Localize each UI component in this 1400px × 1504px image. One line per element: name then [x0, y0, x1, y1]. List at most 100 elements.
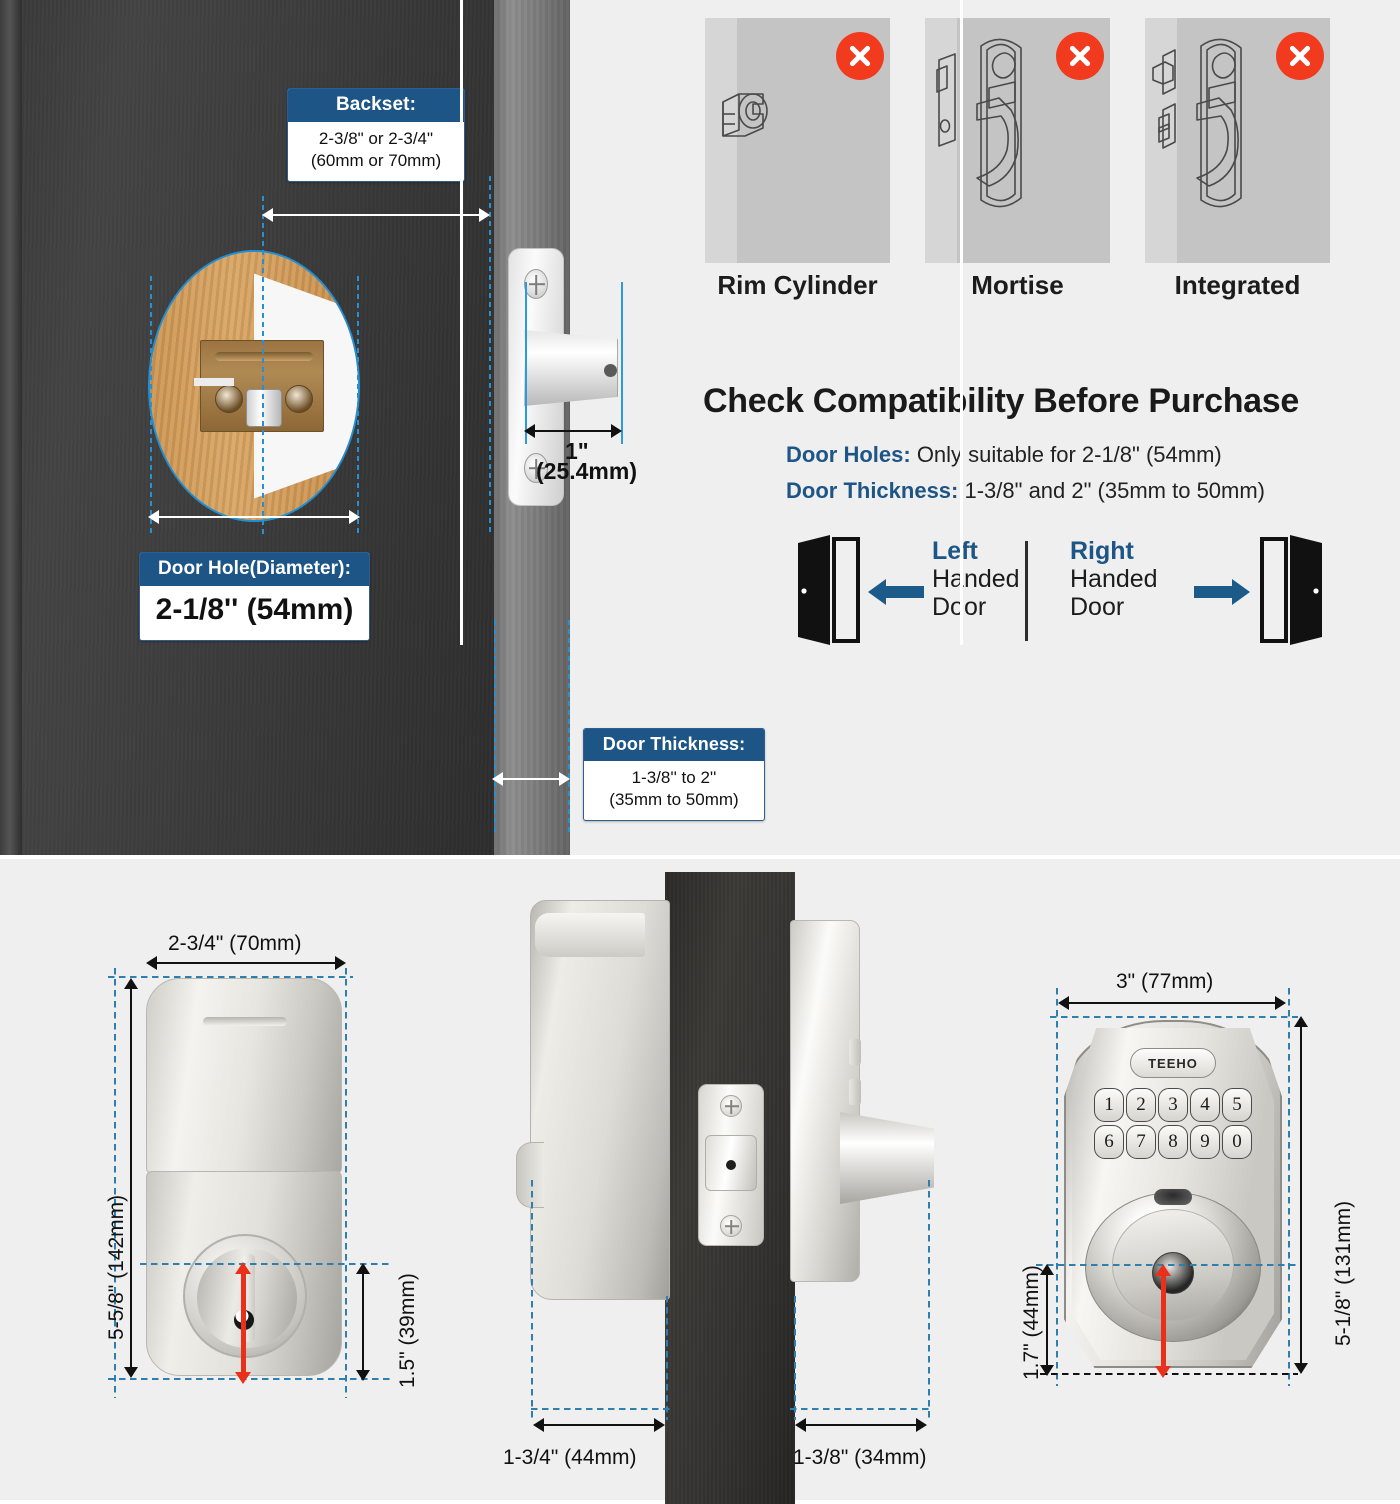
- compat-row-door-thickness-label: Door Thickness:: [786, 478, 959, 503]
- right-handed-line3: Door: [1070, 593, 1125, 621]
- front-view-height-arrow: [124, 978, 138, 1378]
- keyway-center-red-arrow: [1155, 1264, 1171, 1378]
- front-view-guide-right: [345, 968, 347, 1398]
- spindle-hub: [705, 1135, 757, 1191]
- side-view-inside-label: 1-3/4" (44mm): [503, 1446, 637, 1469]
- latch-screw-hole-right: [285, 385, 313, 413]
- door-thickness-dimension-arrow: [492, 772, 570, 786]
- brand-logo: TEEHO: [1130, 1048, 1216, 1078]
- left-handed-line3: Door: [932, 593, 986, 621]
- bolt-dimension-mm: (25.4mm): [536, 458, 637, 484]
- interior-thumbturn-profile: [516, 1142, 544, 1208]
- side-view-guide-outer-left: [794, 1296, 796, 1420]
- cylinder-profile: [840, 1112, 934, 1204]
- door-hole-callout-title: Door Hole(Diameter):: [140, 553, 369, 586]
- card-bg-left: [705, 18, 737, 263]
- side-view-guide-inner-right: [666, 1296, 668, 1420]
- bolt-dimension-arrow: [524, 424, 622, 438]
- key-4[interactable]: 4: [1190, 1088, 1220, 1122]
- side-view-outside-label: 1-3/8" (34mm): [793, 1446, 927, 1469]
- bolt-guide-right: [621, 282, 623, 444]
- bolt-center-hole: [604, 364, 617, 377]
- mounting-plate: [698, 1084, 764, 1246]
- keypad-view-width-arrow: [1058, 996, 1286, 1010]
- integrated-lock-icon: [1152, 38, 1242, 208]
- compat-row-door-holes-value: Only suitable for 2-1/8" (54mm): [916, 442, 1222, 467]
- front-view-turn-label: 1.5" (39mm): [396, 1273, 419, 1388]
- thickness-guide-left: [494, 620, 496, 832]
- door-handing-illustration: Left Handed Door Right Handed Door: [770, 535, 1330, 645]
- side-view-guide-inner-left: [531, 1180, 533, 1420]
- key-0[interactable]: 0: [1222, 1125, 1252, 1159]
- keypad-view-width-label: 3" (77mm): [1116, 970, 1214, 993]
- hole-center-guide: [262, 196, 264, 536]
- key-1[interactable]: 1: [1094, 1088, 1124, 1122]
- interior-cap: [535, 913, 645, 957]
- side-view-outside-arrow: [795, 1418, 927, 1432]
- key-cylinder-dome: [1085, 1189, 1261, 1342]
- backset-callout-title: Backset:: [288, 89, 464, 122]
- front-view-turn-height-arrow: [356, 1263, 370, 1381]
- latch-screw-hole-left: [215, 385, 243, 413]
- front-view-width-arrow: [146, 956, 346, 970]
- keypad-view-guide-right: [1288, 988, 1290, 1386]
- key-8[interactable]: 8: [1158, 1125, 1188, 1159]
- deadbolt-bolt: [524, 330, 618, 406]
- panel-divider-left: [460, 0, 463, 645]
- left-handed-door-label: Left Handed Door: [932, 537, 1020, 621]
- door-hole-dimension-arrow: [148, 510, 360, 524]
- door-open-right-icon: [1260, 535, 1322, 645]
- keypad-row-1: 1 2 3 4 5: [1092, 1088, 1254, 1122]
- door-open-left-icon: [798, 535, 860, 645]
- key-6[interactable]: 6: [1094, 1125, 1124, 1159]
- strike-screw-top: [524, 269, 548, 299]
- backset-value-mm: (60mm or 70mm): [310, 151, 442, 171]
- compat-row-door-thickness: Door Thickness: 1-3/8" and 2" (35mm to 5…: [786, 478, 1265, 504]
- key-9[interactable]: 9: [1190, 1125, 1220, 1159]
- backset-value-inches: 2-3/8" or 2-3/4": [318, 129, 434, 148]
- key-5[interactable]: 5: [1222, 1088, 1252, 1122]
- right-handed-title: Right: [1070, 537, 1134, 565]
- keypad[interactable]: 1 2 3 4 5 6 7 8 9 0: [1092, 1088, 1254, 1162]
- lock-upper-housing: [146, 978, 342, 1174]
- hole-guide-right: [357, 276, 359, 534]
- x-mark-icon: [836, 32, 884, 80]
- key-2[interactable]: 2: [1126, 1088, 1156, 1122]
- door-thickness-callout: Door Thickness: 1-3/8'' to 2'' (35mm to …: [583, 728, 765, 821]
- side-view-inside-arrow: [533, 1418, 665, 1432]
- thumbturn-center-red-arrow: [235, 1262, 251, 1384]
- right-handed-door-label: Right Handed Door: [1070, 537, 1158, 621]
- incompatible-lock-types: Rim Cylinder Mortise: [705, 18, 1330, 328]
- bolt-dimension-inches: 1": [565, 438, 589, 464]
- incompatible-card-mortise: Mortise: [925, 18, 1110, 300]
- rim-cylinder-icon: [722, 93, 768, 137]
- latch-slot: [215, 352, 313, 361]
- left-handed-title: Left: [932, 537, 978, 565]
- compatibility-heading: Check Compatibility Before Purchase: [703, 382, 1300, 420]
- keypad-view-height-arrow: [1294, 1016, 1308, 1374]
- door-hole-callout: Door Hole(Diameter): 2-1/8'' (54mm): [139, 552, 370, 641]
- exterior-button-b: [849, 1079, 861, 1105]
- exterior-keypad-front-view: TEEHO 1 2 3 4 5 6 7 8 9 0: [1064, 1020, 1282, 1368]
- backset-callout: Backset: 2-3/8" or 2-3/4" (60mm or 70mm): [287, 88, 465, 182]
- incompatible-label-rim-cylinder: Rim Cylinder: [717, 270, 878, 300]
- door-thickness-value-inches: 1-3/8'' to 2'': [631, 768, 717, 787]
- incompatible-label-mortise: Mortise: [971, 270, 1064, 300]
- latch-tab: [194, 378, 234, 386]
- panel-divider-right: [960, 0, 963, 645]
- right-handed-line2: Handed: [1070, 565, 1158, 593]
- door-hole-cutaway-illustration: [148, 250, 360, 522]
- lock-side-profile-view: [516, 872, 950, 1504]
- handing-divider: [1025, 541, 1028, 641]
- door-thickness-value-mm: (35mm to 50mm): [609, 790, 739, 810]
- exterior-button-a: [849, 1039, 861, 1065]
- mounting-screw-bottom: [720, 1215, 742, 1237]
- compat-row-door-holes-label: Door Holes:: [786, 442, 911, 467]
- keypad-view-keyway-label: 1.7" (44mm): [1020, 1265, 1043, 1380]
- front-view-guide-top: [108, 976, 353, 978]
- key-7[interactable]: 7: [1126, 1125, 1156, 1159]
- door-thickness-callout-title: Door Thickness:: [584, 729, 764, 761]
- key-3[interactable]: 3: [1158, 1088, 1188, 1122]
- side-view-baseline-inner: [531, 1408, 671, 1410]
- lock-indicator-strip: [203, 1017, 287, 1026]
